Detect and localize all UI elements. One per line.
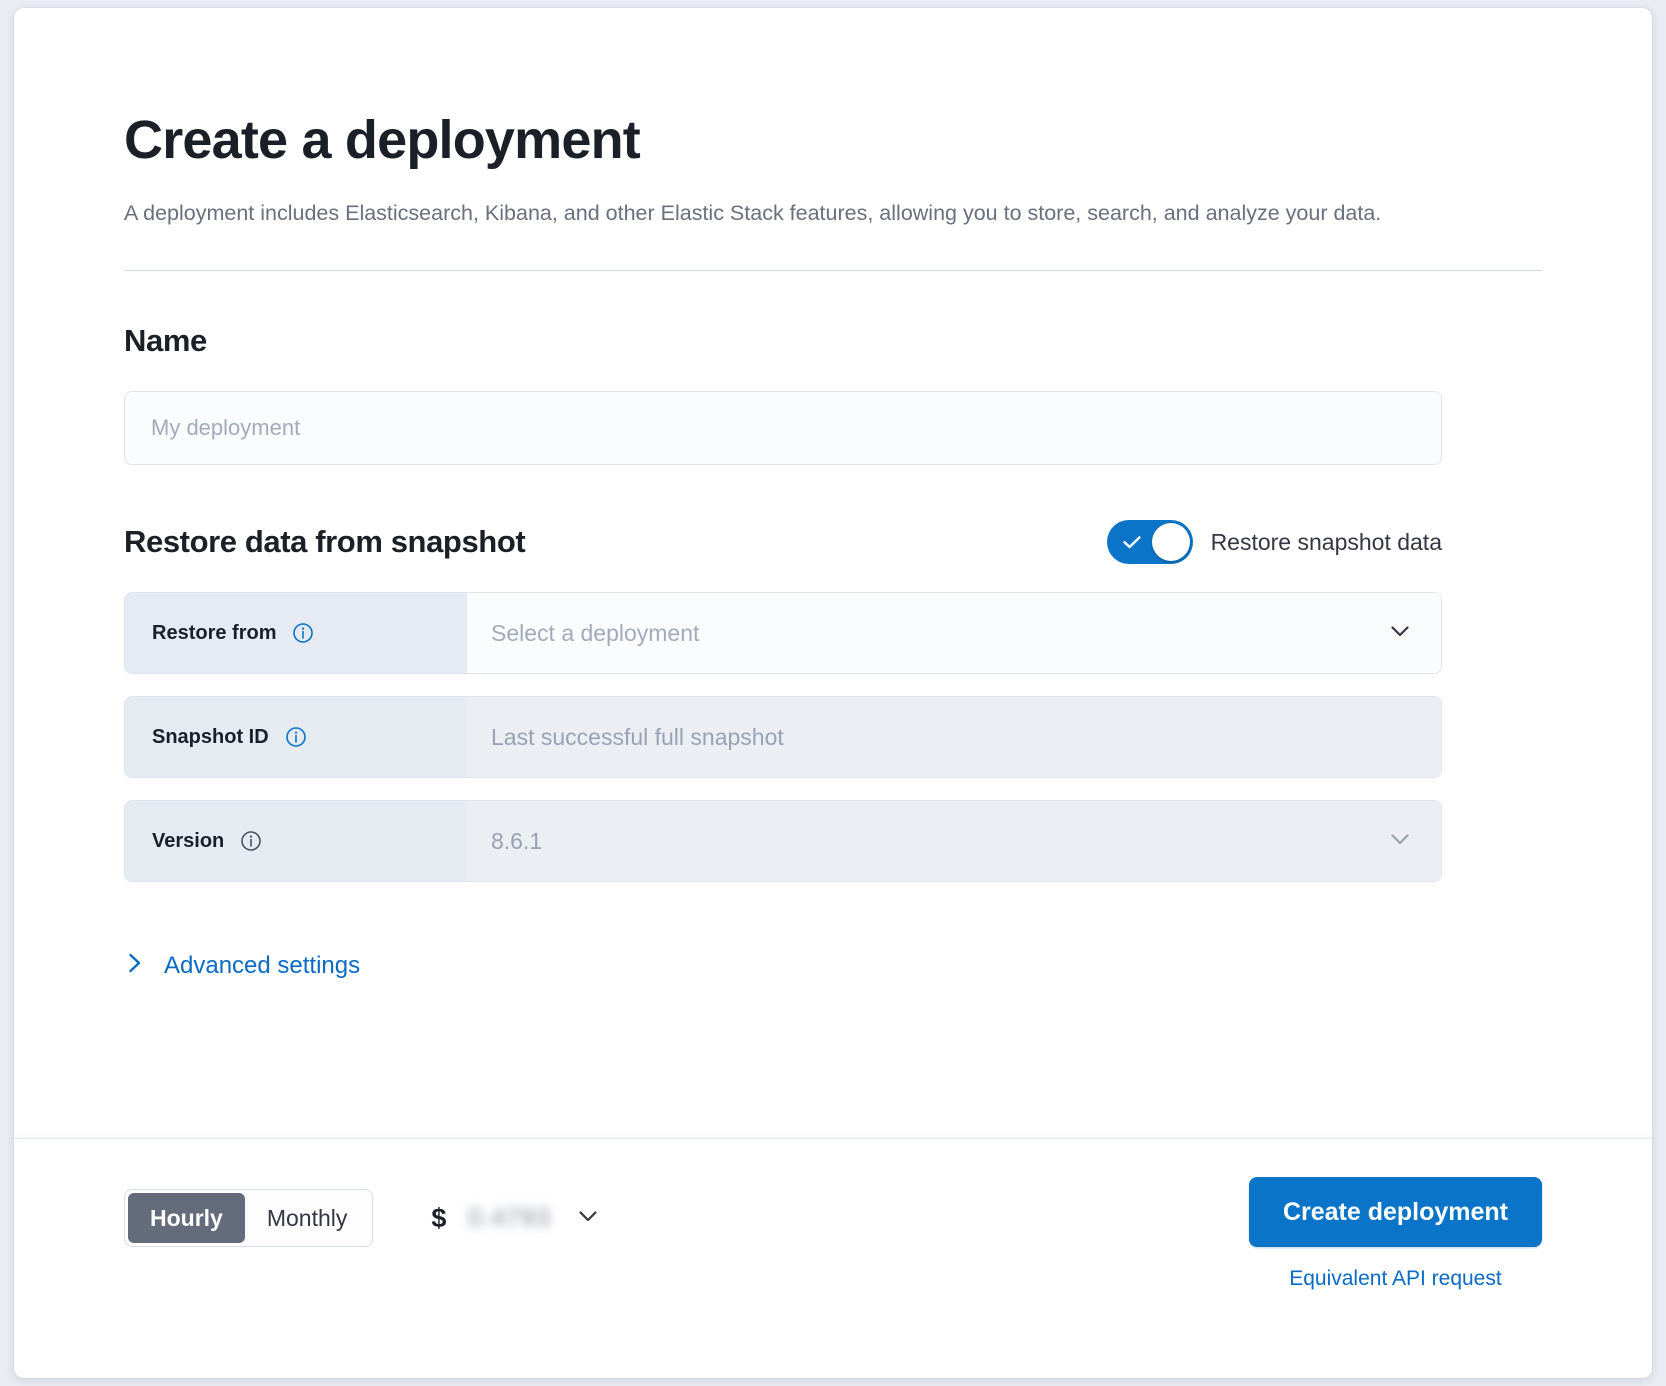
- snapshot-id-row: Snapshot ID Last successful full snapsho…: [124, 696, 1442, 779]
- equivalent-api-request-link[interactable]: Equivalent API request: [1289, 1267, 1502, 1290]
- version-row: Version 8.6.1: [124, 800, 1442, 883]
- billing-option-hourly[interactable]: Hourly: [128, 1193, 245, 1243]
- chevron-down-icon: [1385, 824, 1415, 859]
- create-deployment-card: Create a deployment A deployment include…: [14, 8, 1652, 1378]
- card-body: Create a deployment A deployment include…: [14, 8, 1652, 1138]
- chevron-down-icon[interactable]: [573, 1201, 603, 1236]
- toggle-knob: [1151, 523, 1190, 562]
- snapshot-id-label: Snapshot ID: [152, 725, 269, 748]
- chevron-right-icon: [124, 950, 146, 981]
- version-label: Version: [152, 829, 225, 852]
- name-section-heading: Name: [124, 323, 207, 359]
- deployment-name-input[interactable]: My deployment: [124, 391, 1442, 466]
- price-amount: 0.4793: [468, 1203, 551, 1232]
- restore-from-row: Restore from Select a deployment: [124, 592, 1442, 675]
- restore-from-label: Restore from: [152, 621, 277, 644]
- snapshot-id-label-cell: Snapshot ID: [125, 697, 467, 778]
- restore-snapshot-toggle[interactable]: [1106, 520, 1193, 565]
- chevron-down-icon[interactable]: [1385, 616, 1415, 651]
- version-value: 8.6.1: [491, 827, 543, 854]
- restore-from-field[interactable]: Select a deployment: [467, 593, 1441, 674]
- header-divider: [124, 270, 1542, 272]
- advanced-settings-label: Advanced settings: [164, 951, 361, 979]
- restore-snapshot-toggle-group[interactable]: Restore snapshot data: [1106, 520, 1442, 565]
- deployment-name-placeholder: My deployment: [151, 415, 301, 441]
- footer-left-group: Hourly Monthly $ 0.4793: [124, 1177, 603, 1247]
- billing-period-segmented-control[interactable]: Hourly Monthly: [124, 1189, 374, 1247]
- advanced-settings-toggle[interactable]: Advanced settings: [124, 950, 360, 981]
- check-icon: [1121, 531, 1143, 553]
- billing-option-monthly[interactable]: Monthly: [266, 1204, 348, 1231]
- currency-symbol: $: [431, 1202, 447, 1233]
- price-display[interactable]: $ 0.4793: [431, 1201, 603, 1236]
- create-deployment-button[interactable]: Create deployment: [1248, 1177, 1542, 1247]
- info-icon[interactable]: [240, 830, 262, 852]
- page-description: A deployment includes Elasticsearch, Kib…: [124, 201, 1382, 226]
- footer-right-group: Create deployment Equivalent API request: [1248, 1177, 1542, 1291]
- restore-from-value: Select a deployment: [491, 619, 700, 646]
- version-field: 8.6.1: [467, 801, 1441, 882]
- snapshot-section-heading: Restore data from snapshot: [124, 524, 526, 560]
- version-label-cell: Version: [125, 801, 467, 882]
- footer-bar: Hourly Monthly $ 0.4793 Create deploymen…: [14, 1138, 1652, 1378]
- restore-from-label-cell: Restore from: [125, 593, 467, 674]
- snapshot-id-field: Last successful full snapshot: [467, 697, 1441, 778]
- restore-snapshot-toggle-label: Restore snapshot data: [1210, 528, 1442, 555]
- snapshot-section-header: Restore data from snapshot Restore snaps…: [124, 520, 1442, 565]
- snapshot-id-value: Last successful full snapshot: [491, 723, 784, 750]
- page-title: Create a deployment: [124, 110, 641, 170]
- info-icon[interactable]: [285, 726, 307, 748]
- info-icon[interactable]: [292, 622, 314, 644]
